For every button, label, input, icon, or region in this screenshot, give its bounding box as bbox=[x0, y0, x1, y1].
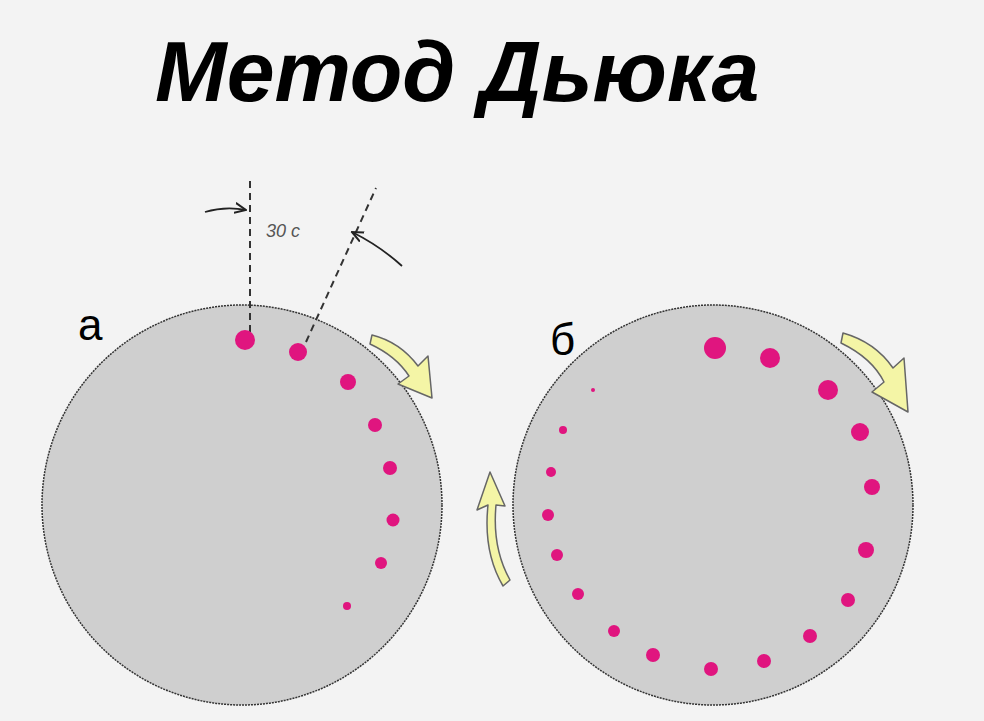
dashed-line bbox=[249, 178, 251, 332]
dashed-line bbox=[306, 188, 376, 342]
diagram-title: Метод Дьюка bbox=[155, 28, 759, 114]
angle-arrow bbox=[205, 208, 246, 212]
rotation-arrow bbox=[370, 333, 908, 586]
plate-b bbox=[513, 305, 913, 705]
blood-drops bbox=[542, 337, 880, 676]
angle-arrow bbox=[352, 232, 402, 266]
time-label: 30 с bbox=[264, 222, 302, 240]
part-letter: б bbox=[550, 318, 575, 362]
plate-a bbox=[42, 305, 442, 705]
part-letter: а bbox=[78, 303, 102, 347]
blood-drops bbox=[235, 330, 400, 610]
